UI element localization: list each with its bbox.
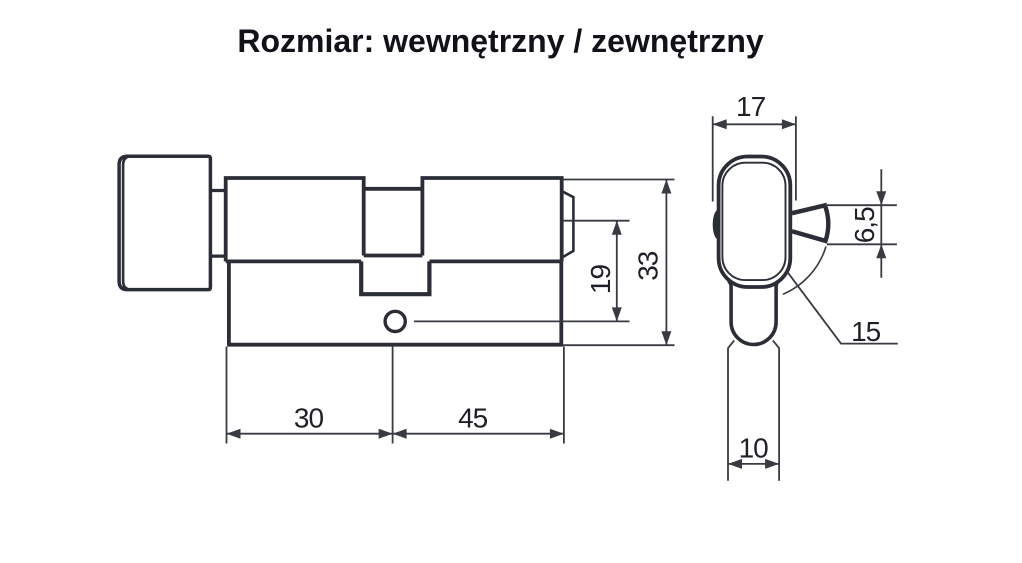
svg-text:45: 45 [458, 402, 488, 433]
svg-text:Rozmiar: wewnętrzny / zewnętrz: Rozmiar: wewnętrzny / zewnętrzny [237, 23, 764, 59]
svg-text:15: 15 [851, 316, 881, 347]
svg-text:19: 19 [585, 265, 616, 295]
svg-text:17: 17 [736, 91, 766, 122]
svg-text:30: 30 [294, 402, 324, 433]
svg-text:10: 10 [739, 433, 769, 464]
svg-text:33: 33 [633, 251, 664, 281]
svg-text:6,5: 6,5 [849, 207, 880, 243]
